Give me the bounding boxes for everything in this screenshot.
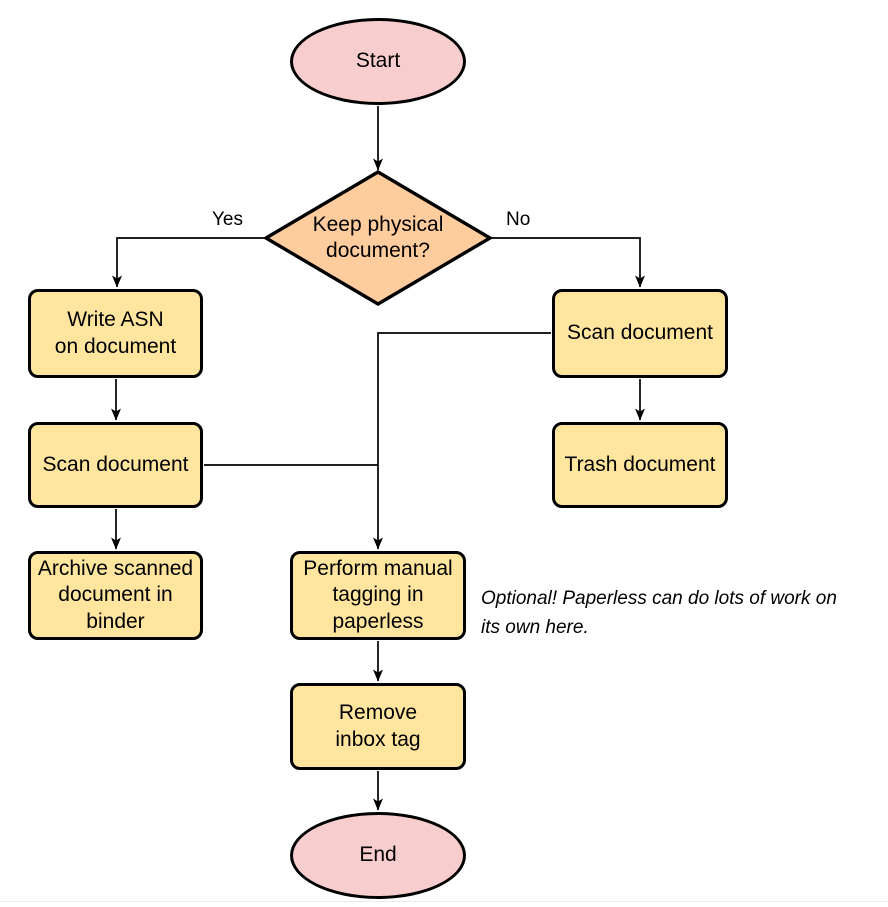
- node-scan-document-right: Scan document: [552, 289, 728, 378]
- edge-label-no: No: [506, 209, 531, 230]
- edge-label-yes: Yes: [212, 209, 243, 230]
- node-scan-document-left: Scan document: [28, 422, 203, 508]
- node-end: End: [290, 812, 466, 899]
- node-perform-manual-tagging-in-paperless: Perform manual tagging in paperless: [290, 551, 466, 640]
- node-start: Start: [290, 18, 466, 105]
- node-remove-inbox-tag: Remove inbox tag: [290, 683, 466, 770]
- node-decision-keep-physical-document: Keep physical document?: [312, 212, 444, 262]
- optional-note-text: Optional! Paperless can do lots of work …: [481, 588, 837, 639]
- node-write-asn-on-document: Write ASN on document: [28, 289, 203, 378]
- decision-diamond-shape: [262, 170, 494, 306]
- connector-scan-right-to-perform-tagging: [373, 332, 551, 550]
- connector-decision-no-to-scan-right: [492, 237, 645, 288]
- connector-decision-yes-to-write-asn: [112, 237, 264, 288]
- node-archive-scanned-document-in-binder: Archive scanned document in binder: [28, 551, 203, 640]
- bottom-divider: [0, 901, 888, 902]
- node-trash-document: Trash document: [552, 422, 728, 508]
